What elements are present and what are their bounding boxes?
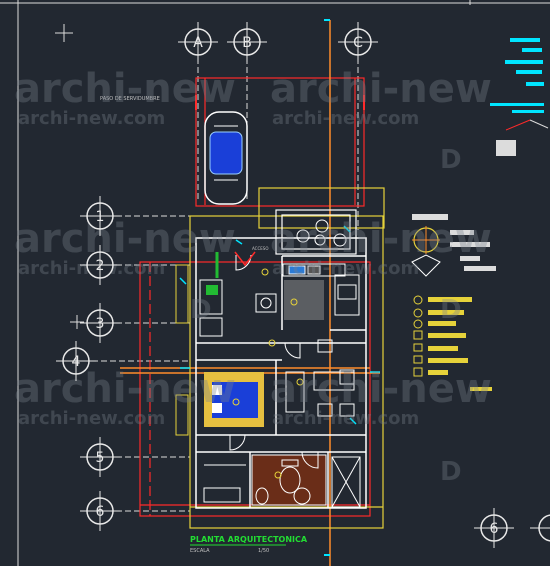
plan-title: PLANTA ARQUITECTONICA bbox=[190, 535, 308, 544]
grid-label-4: 4 bbox=[72, 354, 81, 370]
grid-label-6-right: 6 bbox=[490, 521, 499, 537]
watermark-tag: D bbox=[440, 457, 462, 487]
watermark-brand: archi-new bbox=[14, 216, 236, 262]
laundry bbox=[203, 464, 246, 503]
watermark-url: archi-new.com bbox=[18, 408, 165, 429]
symbol-legend bbox=[413, 295, 492, 391]
watermark-tag: D bbox=[440, 295, 462, 325]
access-label: ACCESO bbox=[252, 246, 268, 251]
annotation-marks bbox=[232, 268, 304, 479]
grid-label-3: 3 bbox=[96, 316, 105, 332]
grid-label-a: A bbox=[193, 35, 203, 51]
dining-furniture bbox=[313, 339, 355, 417]
grid-row-lines bbox=[92, 215, 190, 512]
car-symbol bbox=[204, 111, 248, 205]
bathroom bbox=[251, 454, 327, 506]
grid-bubble-c: C bbox=[338, 22, 378, 62]
watermark-url: archi-new.com bbox=[272, 408, 419, 429]
grid-label-6: 6 bbox=[96, 504, 105, 520]
grid-bubble-3: 3 bbox=[80, 303, 120, 343]
grid-bubble-4: 4 bbox=[56, 341, 96, 381]
grid-label-c: C bbox=[353, 35, 363, 51]
porch-furniture bbox=[296, 219, 347, 247]
north-arrow bbox=[411, 226, 441, 277]
scale-value: 1/50 bbox=[258, 548, 269, 554]
watermark-brand: archi-new bbox=[270, 366, 492, 412]
layer-legend bbox=[490, 38, 544, 113]
watermark-brand: archi-new bbox=[14, 366, 236, 412]
grid-label-1: 1 bbox=[96, 209, 105, 225]
watermark: archi-new archi-new.com archi-new archi-… bbox=[14, 66, 492, 487]
access-arrow bbox=[234, 251, 256, 267]
watermark-brand: archi-new bbox=[14, 66, 236, 112]
left-dimension-boxes bbox=[175, 264, 189, 436]
grid-bubble-6: 6 bbox=[80, 491, 120, 531]
crosshair-marker bbox=[70, 315, 84, 329]
grid-label-2: 2 bbox=[96, 258, 105, 274]
parking-marks bbox=[195, 95, 365, 110]
grid-bubble-2: 2 bbox=[80, 245, 120, 285]
grid-bubble-a: A bbox=[178, 22, 218, 62]
grid-bubble-5: 5 bbox=[80, 437, 120, 477]
street-label: PASO DE SERVIDUMBRE bbox=[100, 96, 160, 102]
shower bbox=[331, 456, 361, 508]
grid-bubble-1: 1 bbox=[80, 196, 120, 236]
living-room-furniture bbox=[199, 252, 277, 337]
crosshair-marker bbox=[55, 24, 73, 42]
blue-markers bbox=[179, 225, 380, 425]
detail-callout bbox=[496, 119, 549, 156]
watermark-url: archi-new.com bbox=[272, 258, 419, 279]
grid-bubble-6-right: 6 bbox=[474, 508, 514, 548]
interior-walls bbox=[195, 237, 367, 509]
scale-label: ESCALA bbox=[190, 548, 210, 554]
watermark-url: archi-new.com bbox=[272, 108, 419, 129]
grid-bubble-b: B bbox=[227, 22, 267, 62]
watermark-brand: archi-new bbox=[270, 216, 492, 262]
kitchen-counter bbox=[282, 263, 360, 320]
watermark-tag: D bbox=[190, 295, 212, 325]
legend-blocks bbox=[412, 214, 496, 271]
grid-label-5: 5 bbox=[96, 450, 105, 466]
grid-column-bubbles: A B C bbox=[178, 22, 378, 62]
watermark-tag: D bbox=[440, 145, 462, 175]
watermark-url: archi-new.com bbox=[18, 108, 165, 129]
grid-row-bubbles: 1 2 3 4 5 6 6 bbox=[56, 196, 514, 548]
grid-bubble-partial bbox=[530, 514, 550, 542]
watermark-brand: archi-new bbox=[270, 66, 492, 112]
grid-label-b: B bbox=[242, 35, 252, 51]
